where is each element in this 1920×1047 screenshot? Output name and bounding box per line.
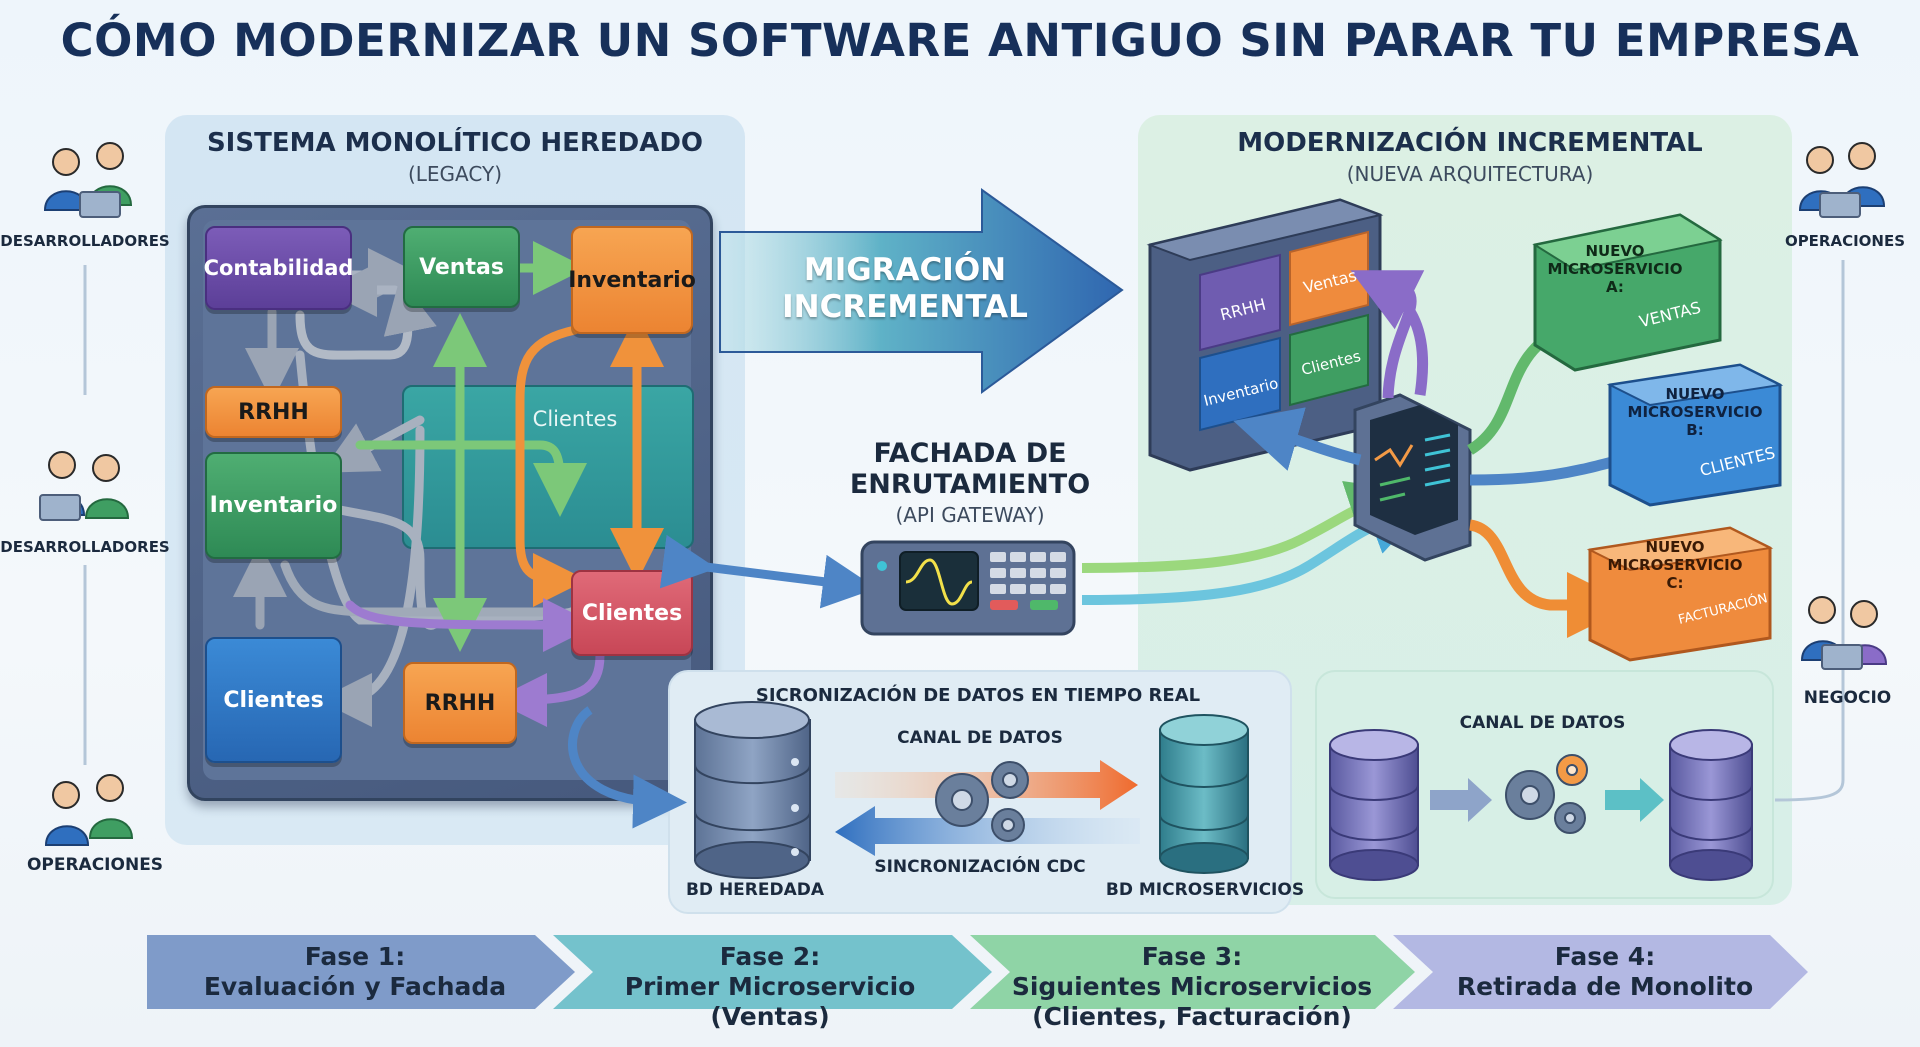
- sync-cdc-label: SINCRONIZACIÓN CDC: [874, 857, 1086, 877]
- canal-db-left-icon: [1329, 729, 1419, 881]
- migration-line1: MIGRACIÓN: [803, 252, 1007, 288]
- module-clientes-big-label: Clientes: [532, 407, 618, 431]
- module-rrhh-top: RRHH: [205, 386, 342, 438]
- canal-db-right-icon: [1669, 729, 1753, 881]
- db-heredada-icon: [694, 701, 811, 879]
- people-icon-right-2: [1800, 596, 1888, 670]
- gear-icon: [935, 761, 1029, 842]
- module-rrhh-bottom: RRHH: [403, 662, 517, 744]
- canal-arrow-1: [1430, 778, 1492, 822]
- role-left-1: DESARROLLADORES: [0, 232, 170, 250]
- sync-heading: SICRONIZACIÓN DE DATOS EN TIEMPO REAL: [755, 685, 1201, 706]
- phase-1-label: Fase 1: Evaluación y Fachada: [203, 942, 507, 1001]
- micro-b-label: NUEVO MICROSERVICIO B:: [1627, 385, 1763, 439]
- module-inventario-top: Inventario: [568, 226, 696, 334]
- micro-a-label: NUEVO MICROSERVICIO A:: [1547, 242, 1683, 296]
- micro-c-label: NUEVO MICROSERVICIO C:: [1607, 538, 1743, 592]
- phase-2-label: Fase 2: Primer Microservicio (Ventas): [624, 942, 916, 1031]
- people-icon-left-1: [43, 142, 133, 218]
- microservice-a-block: [1532, 213, 1723, 372]
- sync-canal-label: CANAL DE DATOS: [897, 728, 1063, 748]
- sync-arrow-left: [835, 806, 1140, 856]
- people-icon-right-1: [1798, 142, 1886, 218]
- role-left-2: DESARROLLADORES: [0, 538, 170, 556]
- canal-heading: CANAL DE DATOS: [1459, 713, 1626, 733]
- module-ventas: Ventas: [403, 226, 520, 308]
- modern-monolith-block: [1146, 198, 1384, 472]
- module-contabilidad: Contabilidad: [204, 226, 353, 310]
- page-title: CÓMO MODERNIZAR UN SOFTWARE ANTIGUO SIN …: [60, 14, 1860, 67]
- modern-subheading: (NUEVA ARQUITECTURA): [1346, 162, 1594, 186]
- phase-3-chevron: [970, 935, 1415, 1009]
- canal-arrow-2: [1605, 778, 1664, 822]
- api-gateway-device: [860, 540, 1076, 636]
- db-heredada-label: BD HEREDADA: [685, 880, 825, 900]
- module-inventario: Inventario: [205, 452, 342, 559]
- phase-4-label: Fase 4: Retirada de Monolito: [1456, 942, 1754, 1001]
- legacy-heading: SISTEMA MONOLÍTICO HEREDADO: [206, 128, 704, 158]
- module-clientes-big: [402, 385, 694, 549]
- migration-label: MIGRACIÓN INCREMENTAL: [760, 252, 1050, 326]
- people-icon-left-2: [39, 451, 130, 521]
- gateway-label: FACHADA DE ENRUTAMIENTO: [820, 438, 1120, 500]
- microservice-b-block: [1606, 363, 1784, 507]
- people-icon-left-3: [44, 774, 134, 846]
- gateway-line2: ENRUTAMIENTO: [849, 469, 1091, 500]
- modern-heading: MODERNIZACIÓN INCREMENTAL: [1237, 128, 1703, 158]
- phase-2-chevron: [553, 935, 992, 1009]
- sync-arrow-right: [835, 760, 1138, 810]
- migration-line2: INCREMENTAL: [782, 289, 1028, 325]
- gateway-sub: (API GATEWAY): [895, 503, 1045, 527]
- db-microservicios-icon: [1159, 714, 1249, 874]
- router-device: [1353, 393, 1472, 562]
- db-microservicios-label: BD MICROSERVICIOS: [1105, 880, 1305, 900]
- role-right-2: NEGOCIO: [1803, 688, 1892, 708]
- canal-gear-icon: [1505, 754, 1588, 834]
- role-left-3: OPERACIONES: [26, 855, 164, 875]
- phase-4-chevron: [1393, 935, 1808, 1009]
- module-clientes-blue: Clientes: [205, 637, 342, 763]
- role-right-1: OPERACIONES: [1784, 232, 1906, 250]
- phase-1-chevron: [147, 935, 575, 1009]
- phase-3-label: Fase 3: Siguientes Microservicios (Clien…: [1011, 942, 1373, 1031]
- gateway-line1: FACHADA DE: [873, 438, 1067, 469]
- microservice-c-block: [1586, 526, 1774, 662]
- legacy-subheading: (LEGACY): [407, 162, 503, 186]
